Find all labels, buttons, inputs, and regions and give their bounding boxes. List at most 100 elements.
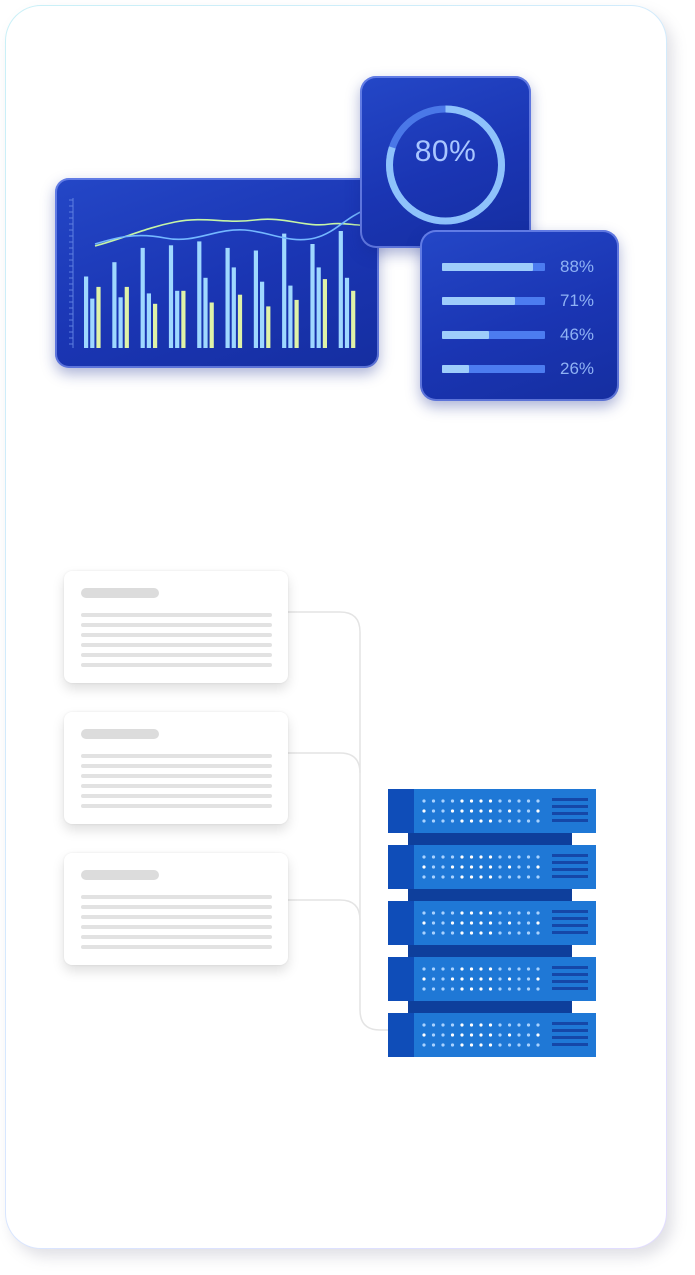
bar — [203, 277, 208, 348]
text-line-placeholder — [81, 895, 272, 899]
server-led — [526, 1043, 531, 1047]
server-led — [469, 921, 474, 925]
text-line-placeholder — [81, 623, 272, 627]
server-led — [460, 855, 464, 859]
server-led — [517, 931, 521, 935]
bar — [266, 306, 271, 348]
progress-label: 71% — [560, 291, 595, 310]
server-led — [536, 1043, 540, 1047]
progress-track — [442, 263, 545, 271]
server-led — [488, 1033, 493, 1037]
server-led — [450, 921, 455, 925]
server-led-icons — [422, 855, 540, 879]
server-led — [507, 865, 512, 869]
server-led — [422, 865, 426, 869]
server-led — [498, 875, 502, 879]
server-led — [488, 1043, 493, 1047]
server-led — [526, 865, 531, 869]
server-led — [488, 1023, 493, 1027]
server-led — [441, 875, 445, 879]
bar — [294, 299, 299, 348]
server-led — [536, 967, 540, 971]
server-led — [498, 1033, 502, 1037]
server-led — [498, 809, 502, 813]
server-led — [431, 809, 436, 813]
server-led — [479, 987, 483, 991]
server-led — [488, 799, 493, 803]
server-led — [498, 1023, 502, 1027]
server-led — [460, 987, 464, 991]
bar — [96, 286, 101, 348]
server-led — [498, 799, 502, 803]
bar — [253, 250, 258, 348]
server-led — [431, 977, 436, 981]
server-led — [469, 1033, 474, 1037]
server-led — [469, 875, 474, 879]
server-led — [517, 977, 521, 981]
server-led — [498, 931, 502, 935]
server-unit-edge — [388, 901, 414, 945]
server-led — [460, 819, 464, 823]
progress-row: 71% — [442, 291, 612, 311]
server-led — [450, 875, 455, 879]
server-led — [488, 809, 493, 813]
server-led — [479, 931, 483, 935]
bar — [118, 297, 123, 348]
server-led — [431, 799, 436, 803]
server-led — [498, 819, 502, 823]
server-led — [536, 931, 540, 935]
server-led — [469, 967, 474, 971]
text-line-placeholder — [81, 633, 272, 637]
server-led — [431, 921, 436, 925]
server-led — [441, 855, 445, 859]
server-led — [517, 1023, 521, 1027]
server-led — [507, 809, 512, 813]
server-led — [422, 931, 426, 935]
server-led — [517, 1043, 521, 1047]
server-led — [488, 911, 493, 915]
server-led — [422, 1033, 426, 1037]
server-led — [422, 1043, 426, 1047]
server-led — [441, 819, 445, 823]
server-led — [479, 977, 483, 981]
server-led — [441, 911, 445, 915]
server-led — [526, 967, 531, 971]
document-title-placeholder — [81, 588, 159, 598]
server-led — [441, 967, 445, 971]
server-led — [450, 977, 455, 981]
server-led — [460, 1043, 464, 1047]
document-card — [64, 853, 288, 965]
server-led — [431, 855, 436, 859]
bar — [231, 267, 236, 348]
server-led — [526, 987, 531, 991]
server-led — [431, 1043, 436, 1047]
server-led — [526, 1033, 531, 1037]
server-led — [507, 987, 512, 991]
server-led — [479, 819, 483, 823]
progress-label: 26% — [560, 359, 595, 378]
server-led — [517, 809, 521, 813]
bar — [237, 294, 243, 348]
server-led — [469, 855, 474, 859]
progress-row: 88% — [442, 257, 612, 277]
server-led — [422, 1023, 426, 1027]
server-led — [460, 875, 464, 879]
server-led — [422, 977, 426, 981]
server-led — [507, 1043, 512, 1047]
server-led — [441, 931, 445, 935]
server-led — [431, 819, 436, 823]
server-led — [460, 931, 464, 935]
server-led — [431, 911, 436, 915]
bar-chart — [69, 198, 366, 348]
server-led — [431, 1023, 436, 1027]
bar — [153, 303, 158, 348]
bar-chart-panel — [55, 178, 379, 368]
server-led — [422, 967, 426, 971]
server-unit — [388, 901, 596, 945]
bar — [140, 247, 145, 348]
server-led — [431, 1033, 436, 1037]
server-led — [498, 967, 502, 971]
server-led — [488, 865, 493, 869]
server-led — [460, 865, 464, 869]
